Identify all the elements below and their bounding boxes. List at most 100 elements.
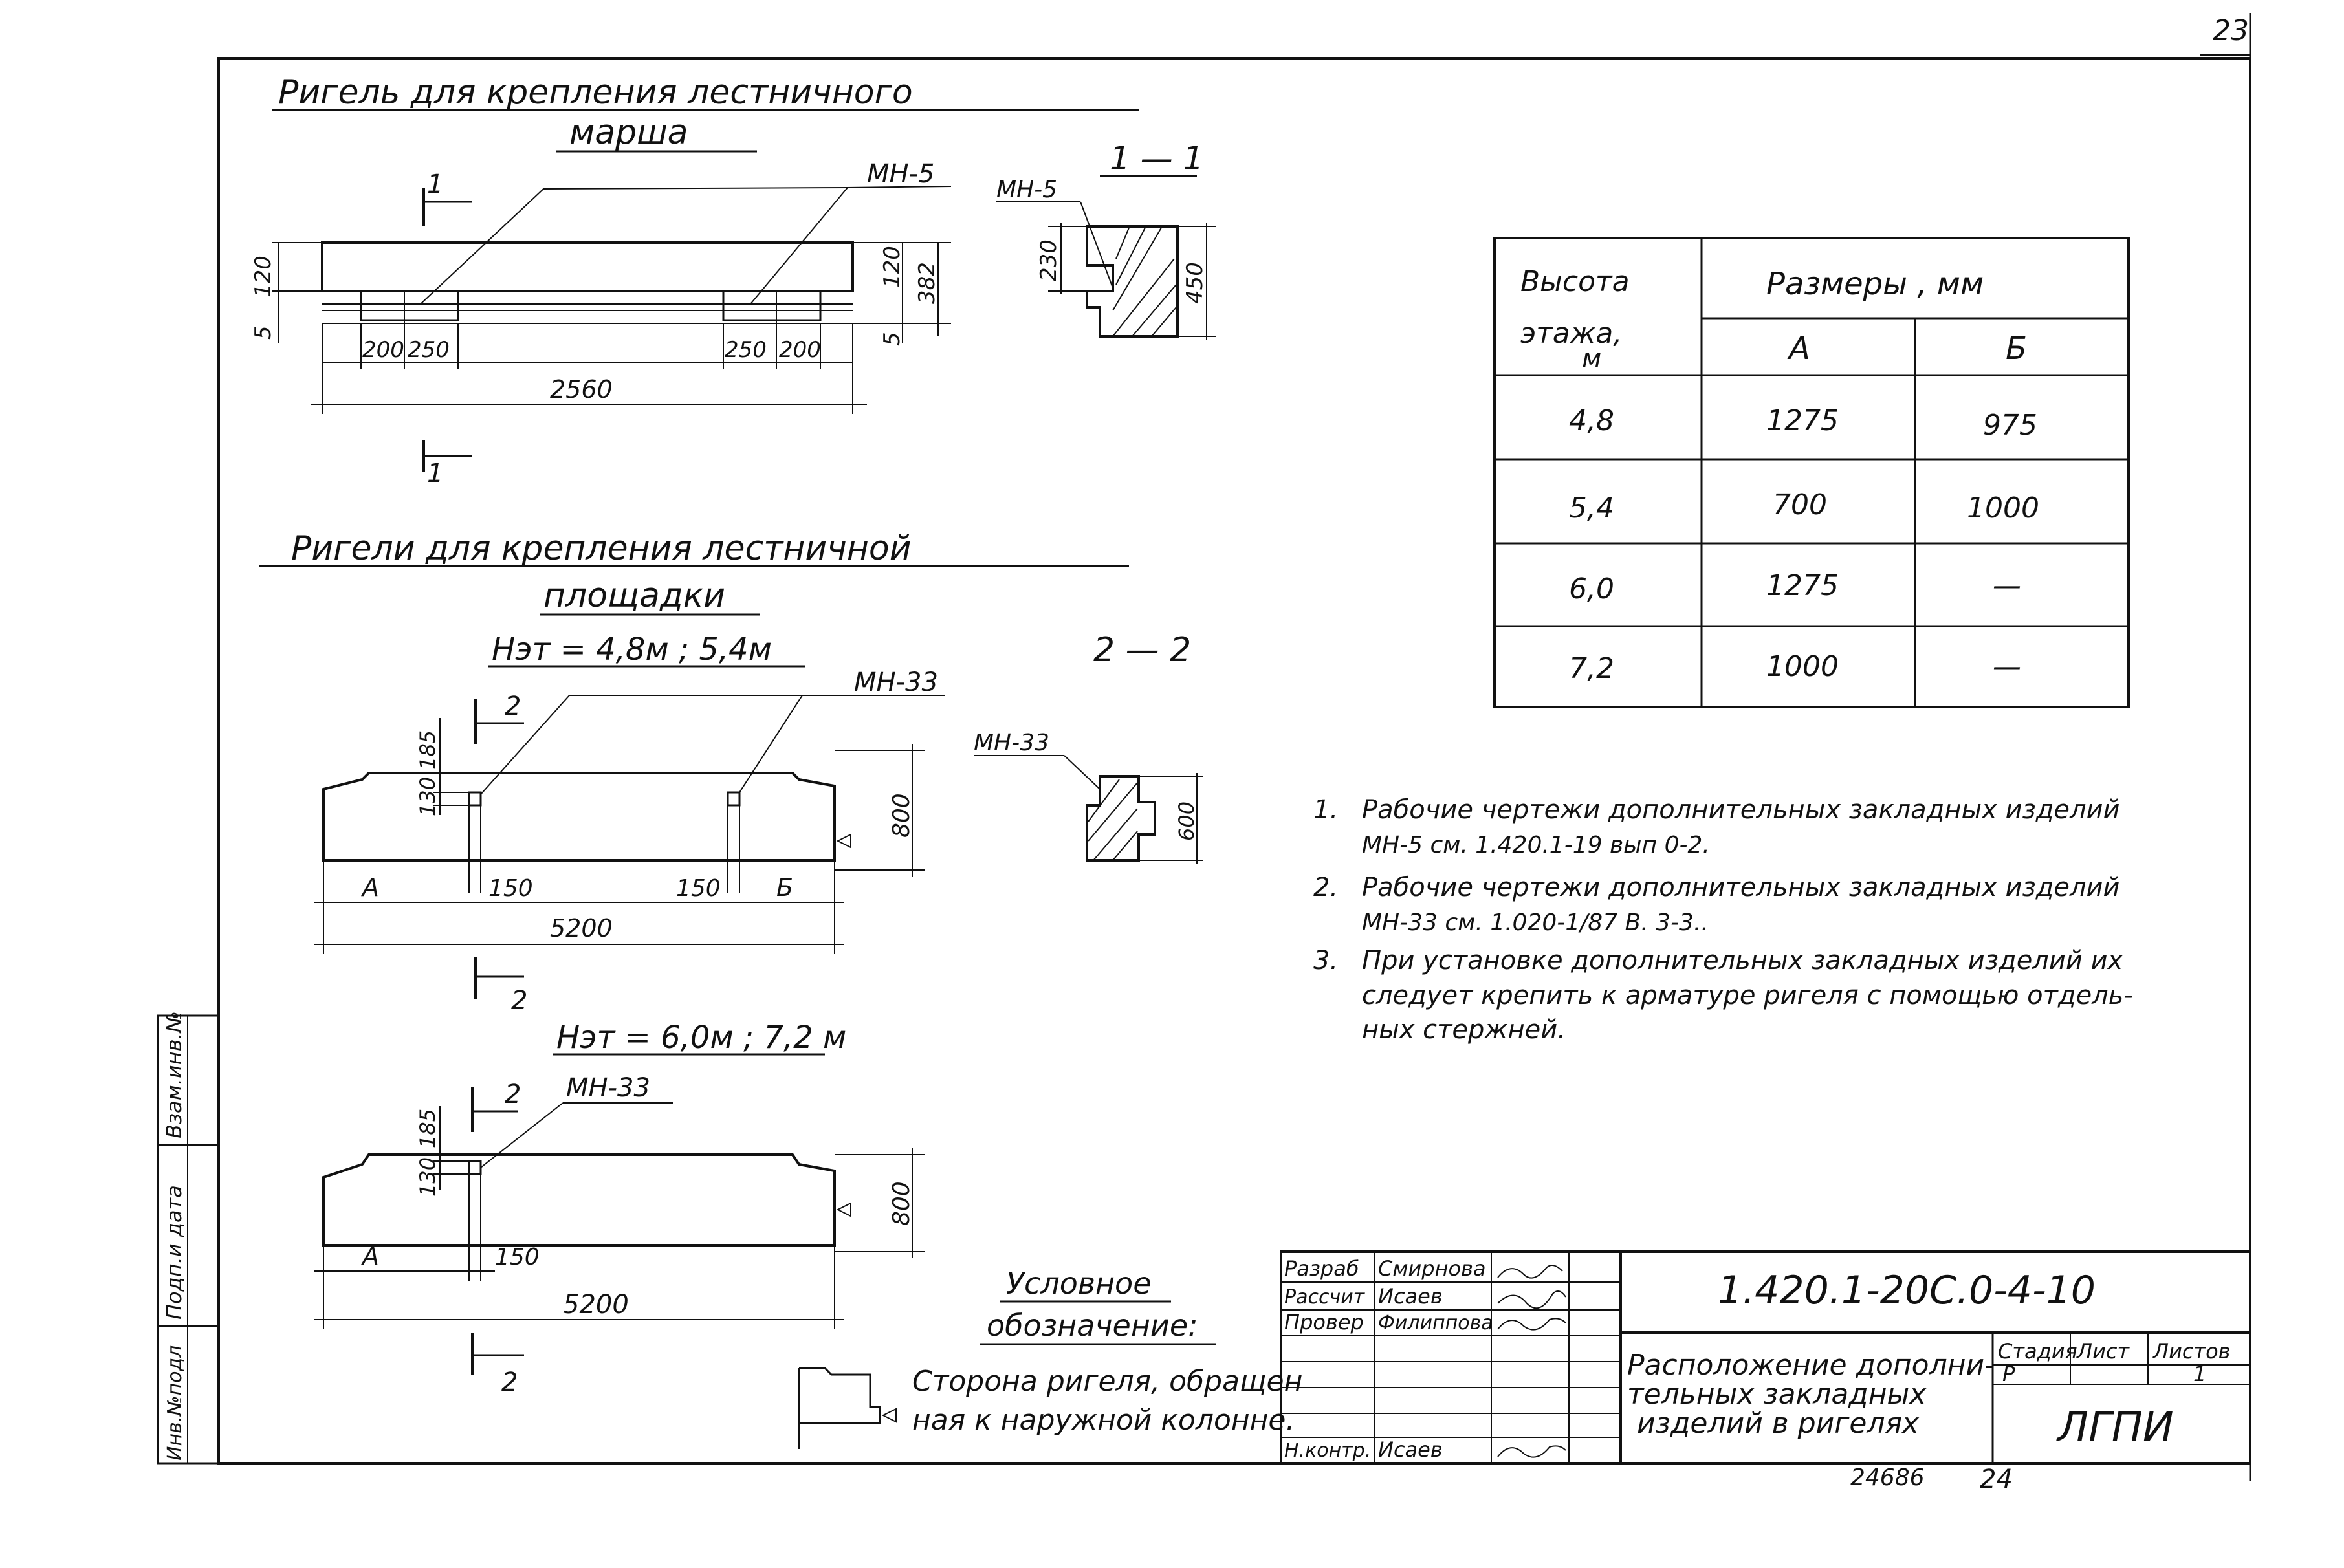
section-3-dim-top1: 185 xyxy=(415,1109,440,1148)
section-1-title: Ригель для крепления лестничного xyxy=(278,73,913,112)
table-row-2-b: 1000 xyxy=(1967,492,2039,525)
note-3-line-1: При установке дополнительных закладных и… xyxy=(1362,946,2123,975)
stamp-cell-signature: Подп.и дата xyxy=(162,1185,186,1320)
page-number: 23 xyxy=(2213,14,2249,47)
section-3-floor-height: Нэт = 6,0м ; 7,2 м xyxy=(556,1019,846,1056)
legend-block: Условное обозначение: Сторона ригеля, об… xyxy=(798,1266,1302,1449)
section-2-dim-b: Б xyxy=(776,873,793,902)
section-1-subtitle: марша xyxy=(569,113,688,152)
stage-value: Р xyxy=(2002,1362,2015,1386)
note-1-line-1: Рабочие чертежи дополнительных закладных… xyxy=(1362,795,2120,825)
legend-text-2: ная к наружной колонне. xyxy=(912,1404,1295,1437)
note-1-line-2: МН-5 см. 1.420.1-19 вып 0-2. xyxy=(1362,832,1710,858)
dim-left-a: 200 xyxy=(362,337,404,363)
stage-label: Стадия xyxy=(1998,1339,2077,1364)
organization: ЛГПИ xyxy=(2056,1404,2174,1452)
cut-mark-top: 1 xyxy=(427,169,443,199)
section-2-callout: МН-33 xyxy=(854,668,938,697)
dim-length: 2560 xyxy=(550,375,613,404)
dim-top-height: 120 xyxy=(250,256,276,298)
section-2-cut-top: 2 xyxy=(505,691,521,721)
notes-block: 1. Рабочие чертежи дополнительных заклад… xyxy=(1313,795,2133,1045)
section-2-dim-height: 800 xyxy=(888,793,915,838)
dim-right-gap: 5 xyxy=(879,332,905,346)
dim-right-height: 120 xyxy=(879,246,905,288)
name-7: Исаев xyxy=(1378,1437,1443,1462)
title-block: Разраб Смирнова Рассчит Исаев Провер Фил… xyxy=(1280,1250,2251,1465)
section-3-dim-top2: 130 xyxy=(415,1157,440,1197)
section-3-cut-bottom: 2 xyxy=(501,1367,518,1397)
note-2-line-2: МН-33 см. 1.020-1/87 В. 3-3.. xyxy=(1362,909,1709,936)
drawing-title-1: Расположение дополни- xyxy=(1627,1349,1995,1382)
section-2-title: Ригели для крепления лестничной xyxy=(291,529,912,568)
note-2-line-1: Рабочие чертежи дополнительных закладных… xyxy=(1362,873,2120,902)
sheet-label: Лист xyxy=(2076,1339,2130,1364)
table-header-height-3: м xyxy=(1582,344,1601,374)
section-2-drawing: Ригели для крепления лестничной площадки… xyxy=(259,529,1129,1016)
table-row-3-b: — xyxy=(1993,569,2021,602)
name-1: Смирнова xyxy=(1378,1256,1486,1281)
section-2-dim-right-offset: 150 xyxy=(676,875,721,902)
table-row-1-h: 4,8 xyxy=(1569,404,1614,437)
table-header-sizes: Размеры , мм xyxy=(1766,266,1984,302)
section-2-dim-a: А xyxy=(360,873,379,902)
sheet-frame: 23 24686 24 xyxy=(217,13,2251,1494)
dim-right-b: 250 xyxy=(725,337,767,363)
legend-title-1: Условное xyxy=(1006,1266,1152,1301)
table-row-4-b: — xyxy=(1993,650,2021,683)
role-3: Провер xyxy=(1284,1310,1364,1334)
table-header-height-2: этажа, xyxy=(1520,317,1622,350)
callout-mn5: МН-5 xyxy=(867,159,934,189)
note-3-line-2: следует крепить к арматуре ригеля с помо… xyxy=(1362,981,2133,1010)
table-row-4-a: 1000 xyxy=(1766,650,1839,683)
table-row-2-a: 700 xyxy=(1773,488,1827,521)
section-1-1-drawing: 1 — 1 МН-5 230 450 xyxy=(996,140,1216,340)
section-1-1-callout: МН-5 xyxy=(996,177,1057,203)
table-row-4-h: 7,2 xyxy=(1569,652,1614,685)
drawing-designation: 1.420.1-20С.0-4-10 xyxy=(1718,1268,2096,1313)
note-1-number: 1. xyxy=(1313,795,1338,825)
dim-gap: 5 xyxy=(250,325,276,340)
sheets-label: Листов xyxy=(2152,1339,2231,1364)
section-2-dim-left-offset: 150 xyxy=(488,875,533,902)
role-1: Разраб xyxy=(1284,1256,1359,1281)
stamp-cell-inventory: Инв.№подл xyxy=(164,1345,186,1461)
section-2-dim-top2: 130 xyxy=(415,777,440,816)
drawing-title-2: тельных закладных xyxy=(1627,1378,1927,1411)
side-stamp: Взам.инв.№ Подп.и дата Инв.№подл xyxy=(157,1011,220,1465)
section-3-cut-top: 2 xyxy=(505,1080,521,1109)
section-2-2-drawing: 2 — 2 МН-33 600 xyxy=(974,631,1203,864)
dim-right-a: 200 xyxy=(779,337,821,363)
section-1-1-dim-small: 230 xyxy=(1036,239,1062,281)
section-2-dim-length: 5200 xyxy=(550,914,613,942)
section-3-dim-height: 800 xyxy=(888,1181,915,1226)
section-3-dim-length: 5200 xyxy=(563,1290,629,1320)
name-2: Исаев xyxy=(1378,1284,1443,1309)
note-2-number: 2. xyxy=(1313,873,1338,902)
stamp-cell-replace: Взам.инв.№ xyxy=(162,1011,186,1138)
cut-mark-bottom: 1 xyxy=(427,459,443,488)
table-header-height-1: Высота xyxy=(1520,265,1630,298)
table-header-b: Б xyxy=(2006,331,2027,367)
section-2-2-dim-height: 600 xyxy=(1174,801,1199,841)
section-3-dim-a: А xyxy=(360,1242,379,1270)
note-3-line-3: ных стержней. xyxy=(1362,1015,1566,1045)
role-7: Н.контр. xyxy=(1284,1439,1371,1462)
dim-total-height: 382 xyxy=(914,262,940,304)
section-2-cut-bottom: 2 xyxy=(511,986,527,1016)
table-row-3-h: 6,0 xyxy=(1569,572,1614,605)
section-1-drawing: Ригель для крепления лестничного марша 1… xyxy=(250,73,1139,488)
archive-number: 24686 xyxy=(1850,1465,1925,1491)
table-header-a: А xyxy=(1787,331,1810,367)
section-2-subtitle: площадки xyxy=(543,576,725,615)
section-1-1-title: 1 — 1 xyxy=(1110,140,1203,177)
signatures xyxy=(1497,1265,1566,1458)
legend-title-2: обозначение: xyxy=(987,1308,1198,1343)
table-row-3-a: 1275 xyxy=(1766,569,1839,602)
name-3: Филиппова xyxy=(1378,1312,1493,1334)
section-2-floor-height: Нэт = 4,8м ; 5,4м xyxy=(492,631,772,668)
dim-left-b: 250 xyxy=(408,337,450,363)
section-2-2-callout: МН-33 xyxy=(974,730,1049,756)
